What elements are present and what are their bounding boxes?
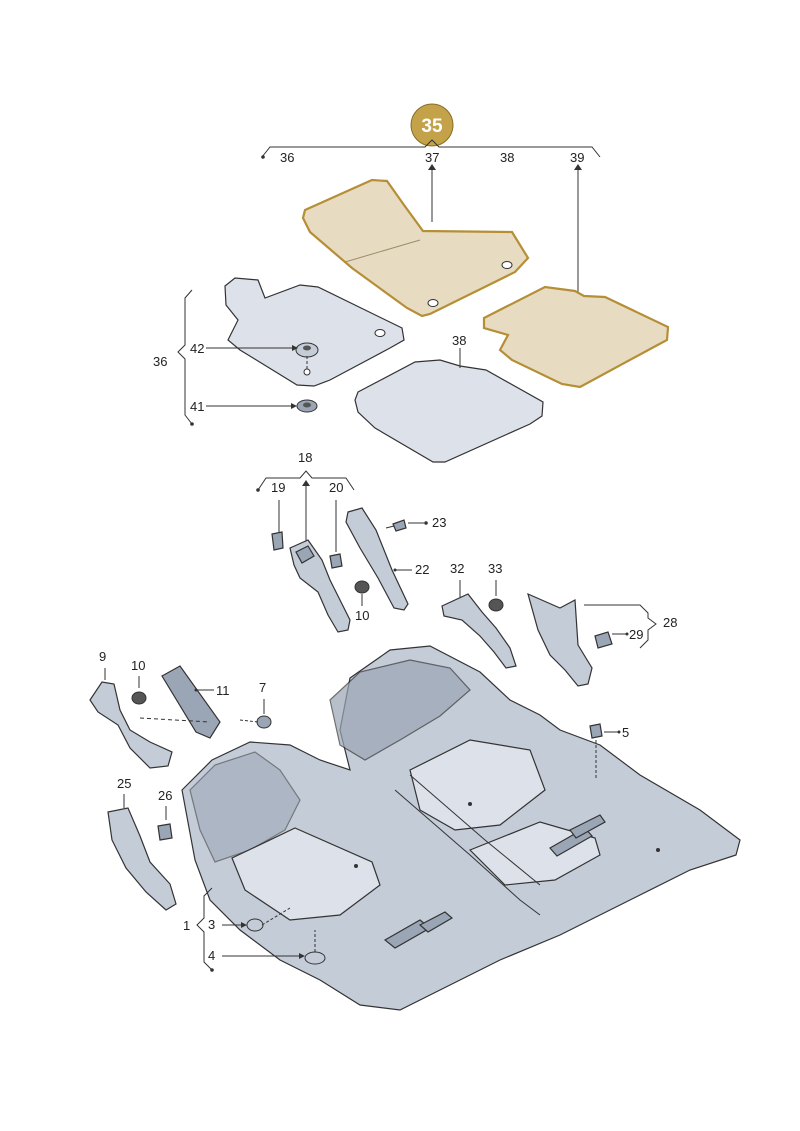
label-19: 19 bbox=[271, 480, 285, 495]
label-10: 10 bbox=[131, 658, 145, 673]
clip-41[interactable] bbox=[296, 399, 318, 413]
label-38-top: 38 bbox=[500, 150, 514, 165]
accelerator-pedal-22[interactable] bbox=[345, 507, 409, 611]
clip-7[interactable] bbox=[256, 715, 272, 729]
floor-carpet-1[interactable] bbox=[181, 645, 741, 1011]
trim-panel-28[interactable] bbox=[527, 592, 593, 687]
nut-20[interactable] bbox=[329, 553, 343, 569]
bracket-32[interactable] bbox=[441, 593, 517, 669]
label-23: 23 bbox=[432, 515, 446, 530]
label-25: 25 bbox=[117, 776, 131, 791]
label-38: 38 bbox=[452, 333, 466, 348]
label-28: 28 bbox=[663, 615, 677, 630]
label-36: 36 bbox=[153, 354, 167, 369]
label-18: 18 bbox=[298, 450, 312, 465]
label-42: 42 bbox=[190, 341, 204, 356]
label-5: 5 bbox=[622, 725, 629, 740]
badge-text: 35 bbox=[421, 116, 443, 137]
clip-3[interactable] bbox=[246, 918, 264, 932]
label-22: 22 bbox=[415, 562, 429, 577]
nut-10-upper[interactable] bbox=[354, 580, 370, 594]
label-9: 9 bbox=[99, 649, 106, 664]
floor-mat-driver-grey[interactable] bbox=[224, 277, 405, 387]
floor-mat-passenger-grey[interactable] bbox=[354, 359, 544, 463]
nut-10[interactable] bbox=[131, 691, 147, 705]
floor-mat-passenger-beige[interactable] bbox=[482, 285, 670, 389]
label-4: 4 bbox=[208, 948, 215, 963]
label-36-top: 36 bbox=[280, 150, 294, 165]
label-39: 39 bbox=[570, 150, 584, 165]
label-1: 1 bbox=[183, 918, 190, 933]
clip-42[interactable] bbox=[295, 342, 319, 358]
badge-35[interactable]: 35 bbox=[410, 103, 454, 147]
label-33: 33 bbox=[488, 561, 502, 576]
clip-26[interactable] bbox=[157, 823, 173, 841]
label-26: 26 bbox=[158, 788, 172, 803]
nut-33[interactable] bbox=[488, 598, 504, 612]
label-7: 7 bbox=[259, 680, 266, 695]
top-bracket bbox=[261, 139, 601, 158]
floor-mat-driver-beige[interactable] bbox=[301, 178, 530, 318]
label-32: 32 bbox=[450, 561, 464, 576]
label-29: 29 bbox=[629, 627, 643, 642]
clip-4[interactable] bbox=[304, 951, 326, 965]
label-11: 11 bbox=[216, 683, 230, 698]
label-41: 41 bbox=[190, 399, 204, 414]
pedal-bracket-assembly[interactable] bbox=[289, 539, 351, 633]
trim-panel-25[interactable] bbox=[107, 807, 177, 911]
pedal-support-9[interactable] bbox=[89, 681, 173, 769]
clip-5[interactable] bbox=[589, 723, 603, 739]
label-37: 37 bbox=[425, 150, 439, 165]
label-10-upper: 10 bbox=[355, 608, 369, 623]
label-3: 3 bbox=[208, 917, 215, 932]
pedal-bracket-19[interactable] bbox=[271, 531, 284, 551]
brake-pedal-pad-11[interactable] bbox=[161, 665, 221, 739]
label-20: 20 bbox=[329, 480, 343, 495]
screw-23[interactable] bbox=[385, 519, 407, 532]
clip-29[interactable] bbox=[594, 631, 613, 649]
